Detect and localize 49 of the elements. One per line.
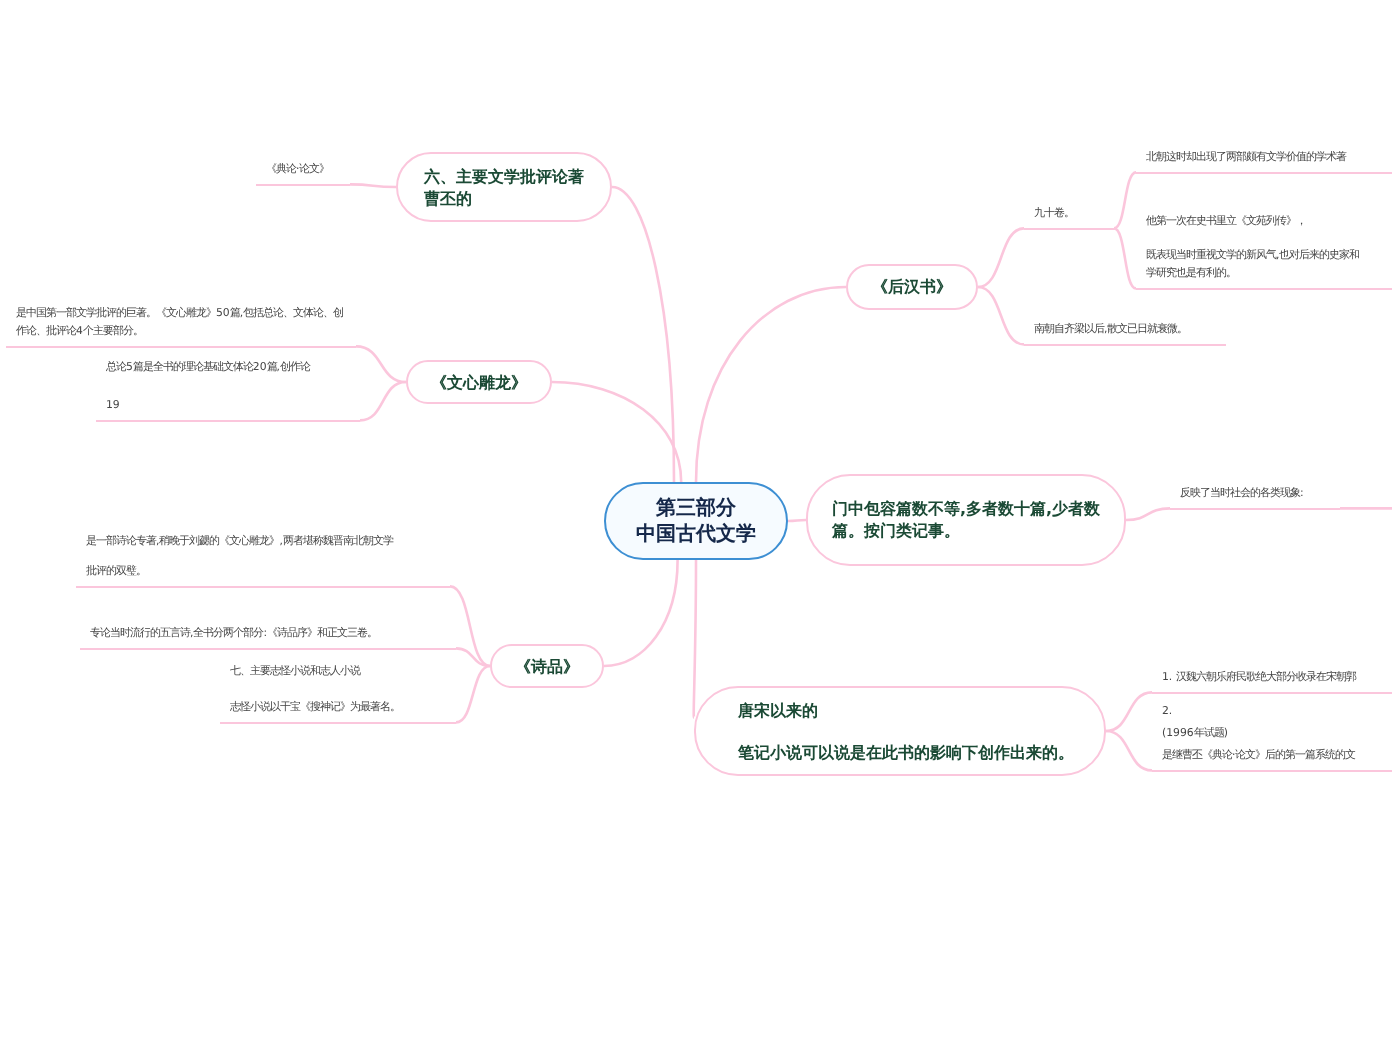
branch-line — [350, 183, 396, 189]
topic-pill — [846, 264, 978, 310]
underlined-note — [6, 306, 356, 348]
underlined-note — [76, 534, 450, 588]
branch-line — [692, 560, 698, 718]
branch-line — [1113, 171, 1137, 230]
underlined-note — [1136, 214, 1392, 290]
branch-line — [977, 285, 1025, 346]
topic-title: 六、主要文学批评论著曹丕的 — [424, 165, 586, 209]
central-topic-pill — [604, 482, 788, 560]
topic-pill — [396, 152, 612, 222]
topic-title: 第三部分 — [656, 495, 736, 521]
branch-line — [977, 227, 1025, 289]
underlined-note — [1024, 322, 1226, 346]
branch-line — [455, 664, 491, 724]
topic-title: 《诗品》 — [515, 655, 579, 677]
branch-line — [1105, 691, 1153, 733]
underlined-note — [1170, 486, 1340, 510]
underlined-note — [220, 664, 456, 724]
topic-pill — [490, 644, 604, 688]
topic-pill — [694, 686, 1106, 776]
topic-title: 《后汉书》 — [872, 276, 952, 298]
branch-line — [611, 185, 676, 482]
topic-pill — [406, 360, 552, 404]
branch-line — [455, 647, 491, 668]
topic-title: 门中包容篇数不等,多者数十篇,少者数篇。按门类记事。 — [832, 498, 1103, 542]
topic-title: 《文心雕龙》 — [431, 371, 527, 393]
underlined-note — [96, 360, 360, 422]
underlined-note — [256, 162, 350, 186]
branch-line — [1113, 227, 1137, 290]
topic-pill — [806, 474, 1126, 566]
topic-title: 唐宋以来的 — [738, 699, 818, 721]
branch-line — [449, 585, 491, 668]
branch-line — [359, 380, 407, 422]
branch-line — [694, 285, 847, 483]
topic-title: 中国古代文学 — [636, 521, 756, 547]
branch-line — [1125, 507, 1171, 522]
underlined-note — [1136, 150, 1392, 174]
branch-line — [355, 345, 407, 384]
branch-line — [1340, 507, 1392, 510]
branch-line — [788, 518, 806, 523]
underlined-note — [80, 626, 456, 650]
branch-line — [603, 559, 679, 668]
underlined-note — [1152, 704, 1392, 772]
underlined-note — [1152, 670, 1392, 694]
topic-title: 笔记小说可以说是在此书的影响下创作出来的。 — [738, 741, 1074, 763]
branch-line — [551, 380, 683, 483]
underlined-note — [1024, 206, 1114, 230]
branch-line — [1105, 729, 1153, 772]
